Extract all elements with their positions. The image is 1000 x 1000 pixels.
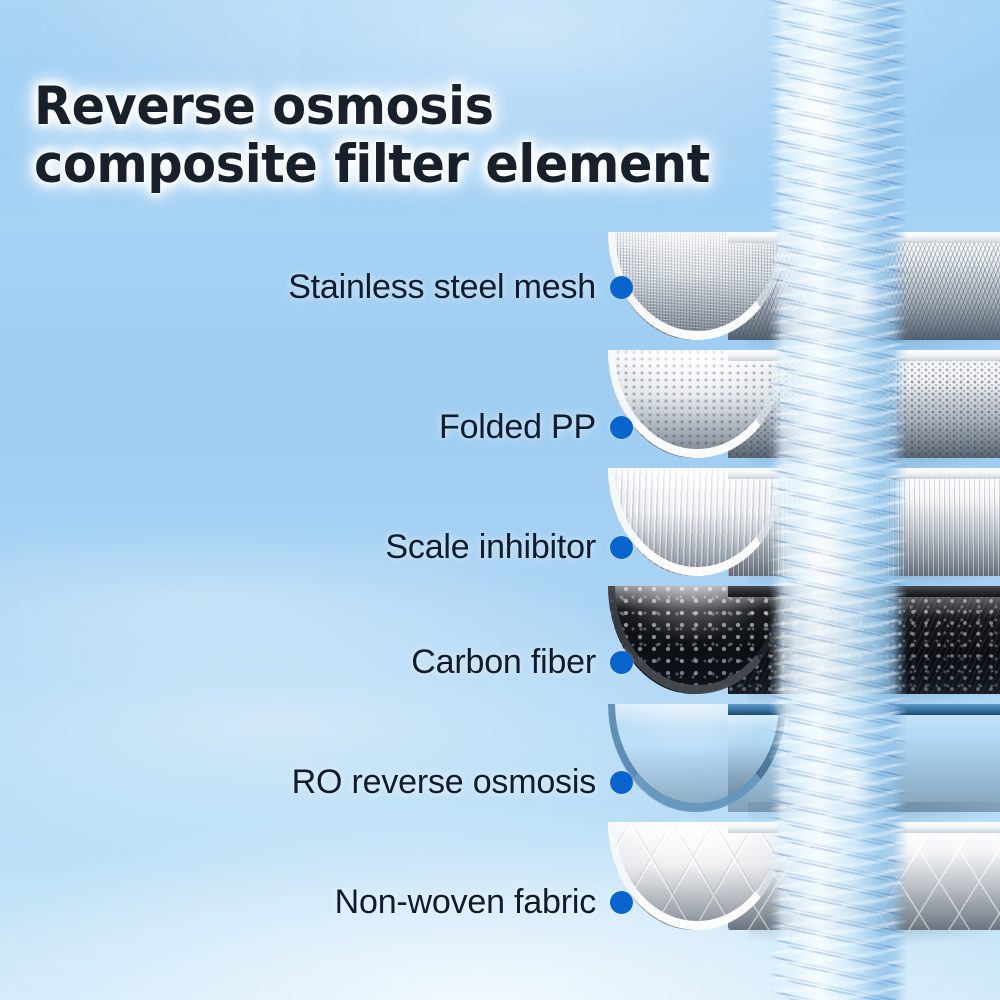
layer-label: Carbon fiber <box>411 643 596 681</box>
blue-dot-bullet-icon <box>610 535 633 559</box>
blue-dot-bullet-icon <box>610 275 633 299</box>
layer-rim <box>728 586 1000 597</box>
filter-layer-non-woven-fabric <box>608 822 1000 946</box>
layer-label: Stainless steel mesh <box>288 268 596 306</box>
layer-rim <box>728 822 1000 833</box>
blue-dot-bullet-icon <box>610 890 633 914</box>
layer-label: Scale inhibitor <box>385 528 596 566</box>
filter-layer-ro-reverse-osmosis <box>608 704 1000 828</box>
filter-layer-stainless-steel-mesh <box>608 232 1000 356</box>
filter-layer-scale-inhibitor <box>608 468 1000 592</box>
layer-label: RO reverse osmosis <box>291 763 597 801</box>
blue-dot-bullet-icon <box>610 770 633 794</box>
page-title: Reverse osmosis composite filter element <box>34 76 710 195</box>
layer-label: Non-woven fabric <box>334 883 597 921</box>
layer-callout-stainless-steel-mesh[interactable]: Stainless steel mesh <box>0 270 633 304</box>
filter-layer-carbon-fiber <box>608 586 1000 710</box>
layer-rim <box>728 232 1000 243</box>
layer-rim <box>728 350 1000 361</box>
blue-dot-bullet-icon <box>610 415 633 439</box>
layer-callout-non-woven-fabric[interactable]: Non-woven fabric <box>0 885 633 919</box>
layer-callout-carbon-fiber[interactable]: Carbon fiber <box>0 645 633 679</box>
layer-callout-ro-reverse-osmosis[interactable]: RO reverse osmosis <box>0 765 633 799</box>
layer-callout-scale-inhibitor[interactable]: Scale inhibitor <box>0 530 633 564</box>
layer-label: Folded PP <box>439 408 596 446</box>
filter-layer-folded-pp <box>608 350 1000 474</box>
layer-rim <box>728 468 1000 479</box>
layer-callout-folded-pp[interactable]: Folded PP <box>0 410 633 444</box>
layer-rim <box>728 704 1000 715</box>
blue-dot-bullet-icon <box>610 650 633 674</box>
